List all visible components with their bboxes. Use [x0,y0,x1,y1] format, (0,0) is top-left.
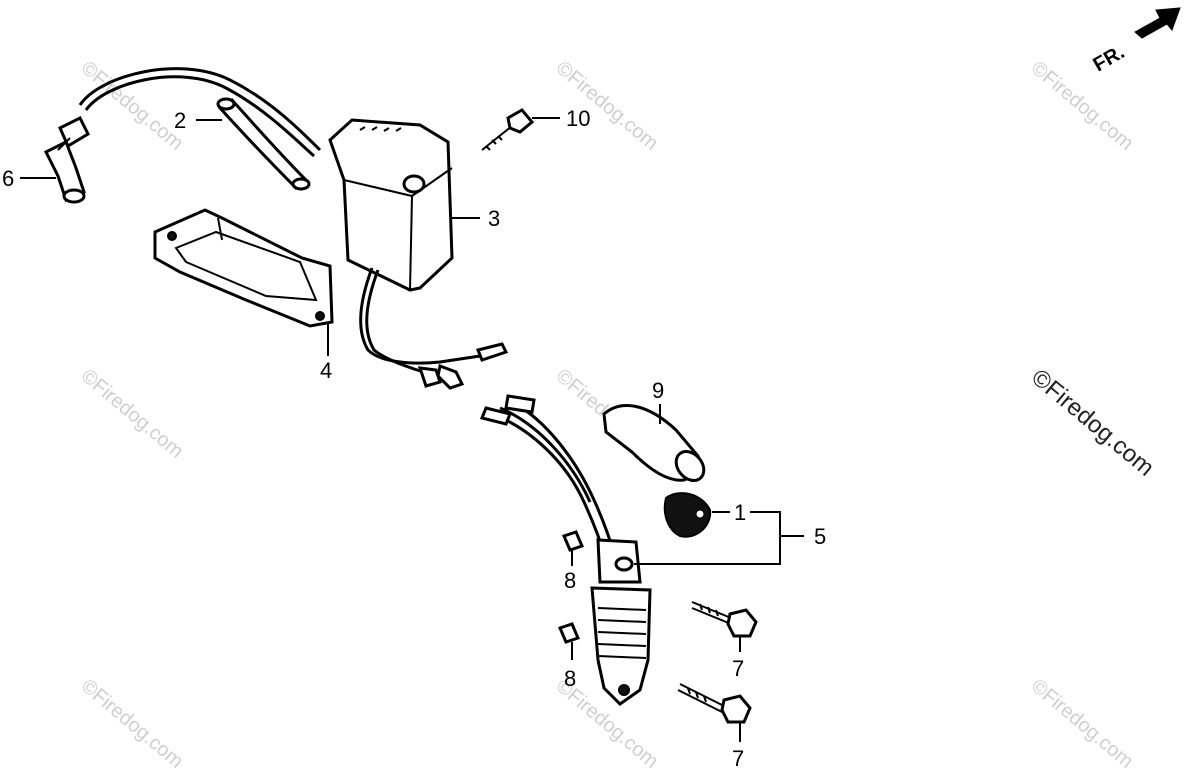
watermark-top-right: ©Firedog.com [1027,57,1138,155]
bolt-10 [481,108,535,151]
fr-arrow-icon [1134,7,1181,39]
callout-2: 2 [174,108,186,133]
callout-5: 5 [814,524,826,549]
ignition-coil [328,118,454,292]
leader-lines [20,117,804,742]
watermark-bottom-right: ©Firedog.com [1027,675,1138,773]
tube [216,97,311,191]
watermark-mid-right: ©Firedog.com [1026,364,1159,482]
nuts-8 [557,530,585,644]
callout-9: 9 [652,378,664,403]
callout-3: 3 [488,206,500,231]
callout-7-lower: 7 [732,746,744,771]
coil-wires [359,267,509,390]
bolts-7 [677,601,758,724]
callout-8-lower: 8 [564,666,576,691]
bracket [153,208,334,328]
callout-8-upper: 8 [564,568,576,593]
fr-label: FR. [1090,41,1129,76]
callouts: 6 2 3 4 10 9 1 5 8 8 7 7 [2,106,826,771]
watermark-top-left: ©Firedog.com [77,57,188,155]
callout-1: 1 [734,500,746,525]
watermark-mid-left: ©Firedog.com [77,365,188,463]
callout-4: 4 [320,358,332,383]
sleeve [602,404,706,482]
grommet [663,492,712,538]
callout-10: 10 [566,106,590,131]
pickup-coil-assembly [479,394,652,706]
callout-7-upper: 7 [732,656,744,681]
front-direction-marker: FR. [1090,7,1181,76]
watermark-bottom-left: ©Firedog.com [77,675,188,773]
spark-plug-cap [43,67,322,204]
callout-6: 6 [2,166,14,191]
